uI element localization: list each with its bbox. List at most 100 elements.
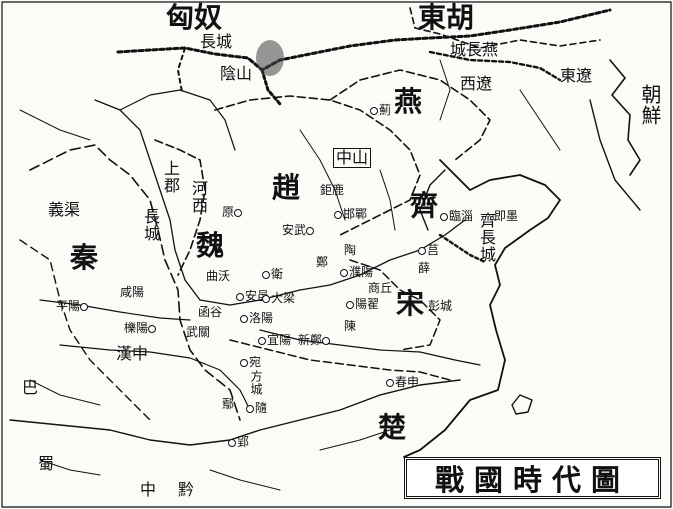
great-wall-yan (260, 68, 282, 106)
yellow-river (94, 99, 466, 306)
city-marker-icon (346, 300, 354, 309)
city-daliang: 大梁 (262, 292, 295, 304)
city-anwu: 安武 (282, 224, 315, 236)
city-tao: 陶 (344, 243, 357, 257)
city-xinzheng: 新鄭 (298, 334, 331, 346)
city-marker-icon (228, 438, 236, 447)
tributary-2 (379, 169, 396, 231)
wei-boundary (154, 139, 206, 276)
label-yinshan: 陰山 (220, 64, 253, 83)
ne-boundary (409, 7, 601, 49)
city-zheng: 鄭 (316, 255, 329, 269)
liaodong-wall (428, 50, 562, 82)
city-dai: 原 (222, 206, 243, 218)
city-ying: 郢 (228, 436, 249, 448)
tributary-1 (299, 129, 346, 221)
city-marker-icon (334, 210, 342, 219)
city-hangu: 函谷 (198, 305, 223, 319)
qi-wall (438, 233, 487, 264)
city-linzi: 臨淄 (440, 210, 473, 222)
label-changcheng-north: 長城 (200, 32, 233, 51)
city-chen: 陳 (344, 319, 357, 333)
tributary-5 (19, 109, 91, 141)
label-wei: 魏 (196, 229, 225, 262)
city-ji: 薊 (370, 104, 391, 116)
coastline-peninsula (419, 169, 446, 231)
label-qin: 秦 (70, 241, 99, 274)
city-marker-icon (262, 294, 270, 303)
tributary-3 (439, 59, 451, 121)
city-marker-icon (262, 270, 270, 279)
yellow-river-north (119, 89, 236, 151)
city-shouchun: 春申 (386, 376, 419, 388)
city-marker-icon (240, 314, 248, 323)
city-wancheng: 宛 (240, 356, 261, 368)
zhao-boundary (214, 95, 421, 236)
label-dongliao: 東遼 (560, 66, 593, 85)
label-xiliao: 西遼 (460, 74, 493, 93)
city-xianyang: 咸陽 (120, 285, 145, 299)
chu-boundary (229, 339, 451, 381)
city-fangcheng: 方城 (249, 370, 263, 396)
city-xue: 薛 (418, 261, 431, 275)
label-qi: 齊 (410, 189, 439, 222)
yan-boundary (329, 69, 491, 161)
coastline-north (609, 59, 641, 176)
tributary-9 (39, 459, 101, 476)
great-wall-north (116, 8, 612, 72)
coastline-bohai (403, 159, 561, 458)
great-wall-north-wing (177, 47, 186, 93)
city-marker-icon (386, 378, 394, 387)
city-marker-icon (234, 208, 243, 217)
city-luoyang: 洛陽 (240, 312, 273, 324)
label-donghu: 東胡 (418, 1, 475, 34)
tributary-7 (319, 429, 391, 451)
city-marker-icon (240, 358, 248, 367)
qin-boundary (29, 144, 241, 421)
label-yan: 燕 (394, 85, 423, 118)
map-title: 戰國時代圖 (434, 463, 630, 497)
city-jimo: 即墨 (494, 209, 519, 223)
song-boundary (349, 259, 441, 351)
label-shangjun: 上郡 (161, 160, 180, 194)
label-chu: 楚 (378, 411, 407, 444)
label-zhongqian: 中黔 (140, 480, 217, 499)
city-julu: 鉅鹿 (320, 183, 345, 197)
label-xiongnu: 匈奴 (166, 1, 223, 34)
label-shu: 蜀 (38, 454, 55, 473)
city-marker-icon (236, 292, 244, 301)
label-hexi: 河西 (189, 180, 208, 214)
huai-river (259, 329, 481, 366)
city-marker-icon (340, 268, 348, 277)
han-river (59, 344, 251, 411)
label-changcheng-qi: 齊長城 (477, 212, 496, 263)
city-marker-icon (418, 246, 426, 255)
city-pingyang: 平陽 (56, 300, 89, 312)
city-marker-icon (322, 336, 331, 345)
city-puyang: 濮陽 (340, 266, 373, 278)
label-changcheng-qin: 長城 (141, 208, 160, 242)
city-marker-icon (148, 324, 157, 333)
island (511, 394, 533, 415)
city-marker-icon (246, 404, 254, 413)
city-sui: 隨 (246, 402, 267, 414)
city-yueyang: 櫟陽 (124, 322, 157, 334)
city-marker-icon (370, 106, 378, 115)
tributary-6 (29, 379, 101, 406)
korea-line (589, 99, 641, 211)
city-yiyang: 宜陽 (258, 334, 291, 346)
wei-river (39, 299, 191, 321)
city-pengcheng: 彭城 (428, 299, 453, 313)
city-ju: 莒 (418, 244, 439, 256)
tributary-4 (519, 89, 561, 151)
mountain-mark (256, 40, 284, 76)
label-song: 宋 (396, 287, 425, 320)
city-marker-icon (306, 226, 315, 235)
city-marker-icon (258, 336, 266, 345)
label-ba: 巴 (22, 378, 39, 397)
label-zhongshan: 中山 (333, 148, 372, 168)
city-shangqiu: 商丘 (368, 281, 393, 295)
